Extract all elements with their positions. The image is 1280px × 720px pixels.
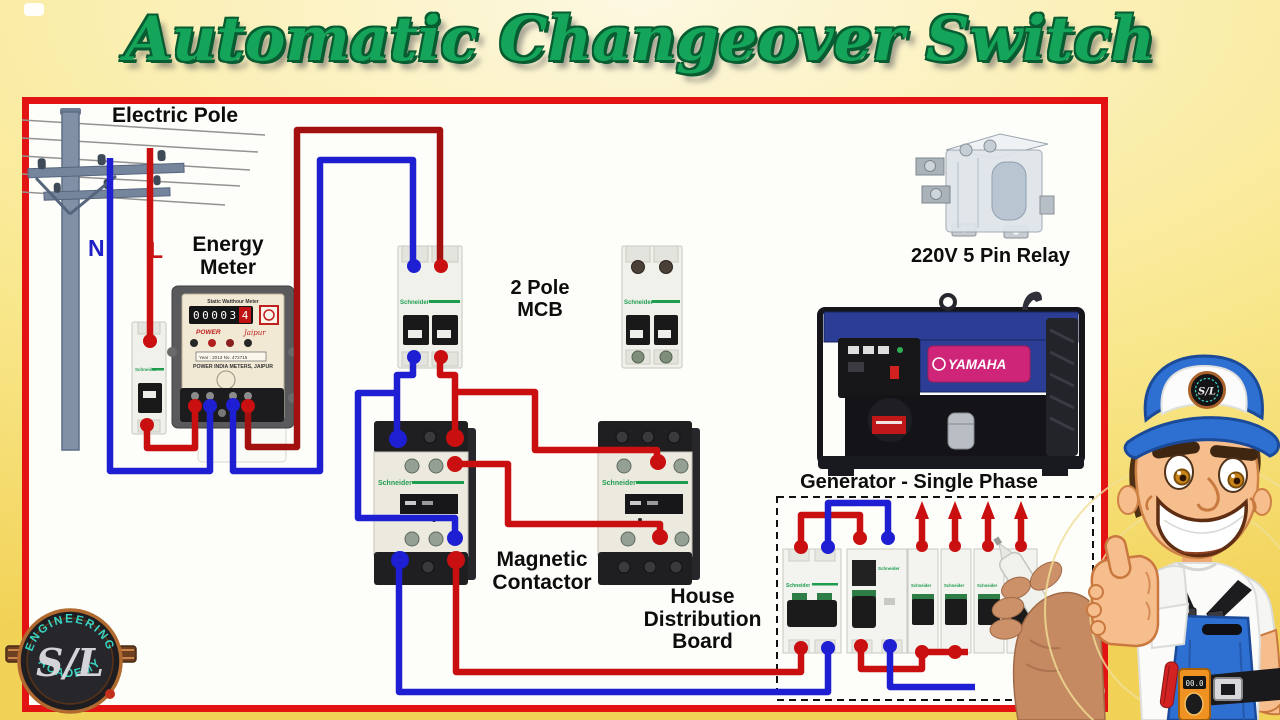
- wire-live-to-right-contactor: [455, 388, 661, 460]
- energy-meter-icon: Static Watthour Meter 00003 4 POWER Jaip…: [167, 285, 298, 463]
- label-electric-pole: Electric Pole: [112, 104, 239, 127]
- label-neutral: N: [88, 235, 105, 261]
- label-energy-meter: Energy Meter: [192, 233, 264, 279]
- relay-icon: [915, 133, 1055, 239]
- magnetic-contactor-right-icon: Schneider: [597, 421, 700, 585]
- wire-contactor-interlock: [453, 460, 664, 533]
- board-rcd-icon: Schneider: [846, 548, 908, 654]
- engineer-mascot: 00.0: [1044, 354, 1280, 720]
- wire-mcb-to-meter-live: [143, 408, 199, 452]
- corner-decoration: [24, 3, 44, 16]
- wire-neutral-to-coil: [354, 389, 459, 534]
- schneider-brand-text: Schneider: [135, 367, 157, 372]
- label-two-pole-mcb: 2 Pole MCB: [510, 277, 570, 321]
- meter-brand-script: Jaipur: [242, 329, 266, 337]
- wiring: [106, 126, 975, 696]
- wire-contactor-to-board-live: [452, 560, 805, 676]
- label-generator: Generator - Single Phase: [800, 471, 1038, 493]
- svg-text:Schneider: Schneider: [378, 480, 412, 487]
- svg-text:Schneider: Schneider: [944, 583, 965, 588]
- svg-text:Schneider: Schneider: [786, 583, 810, 589]
- svg-text:Schneider: Schneider: [602, 480, 636, 487]
- yamaha-brand-text: YAMAHA: [948, 357, 1006, 372]
- wire-rcd-neutral-out: [886, 646, 975, 691]
- meter-reading-last: 4: [242, 309, 249, 322]
- two-pole-mcb-spare-icon: Schneider: [621, 245, 683, 369]
- generator-icon: YAMAHA: [817, 291, 1085, 476]
- wire-neutral-service-drop: [106, 158, 214, 475]
- label-live: L: [149, 237, 164, 263]
- svg-text:Schneider: Schneider: [624, 300, 654, 306]
- wire-meter-to-2pmcb-neutral: [229, 156, 417, 475]
- meter-title-text: Static Watthour Meter: [207, 299, 259, 305]
- multimeter-icon: 00.0: [1178, 668, 1211, 720]
- svg-text:Schneider: Schneider: [911, 583, 932, 588]
- distribution-board-outline: [776, 496, 1094, 701]
- academy-logo-badge: ENGINEERING ACADEMY S/L: [5, 608, 137, 714]
- wire-2pmcb-to-contactor-live: [436, 357, 459, 434]
- smile: [1156, 495, 1248, 558]
- thumbs-up-hand: [1086, 534, 1160, 648]
- wire-2pmcb-to-contactor-neutral: [393, 357, 417, 433]
- page-title: Automatic Changeover Switch: [124, 4, 1156, 75]
- board-main-mcb-icon: Schneider: [782, 548, 842, 654]
- cap-badge-monogram: S/L: [1198, 387, 1216, 398]
- label-relay: 220V 5 Pin Relay: [911, 245, 1070, 267]
- screwdriver-icon: [1159, 661, 1179, 709]
- meter-serial: Year : 2013 No. 472715: [199, 355, 248, 360]
- electric-pole-icon: [21, 108, 266, 451]
- label-house-distribution-board: House Distribution Board: [643, 585, 762, 654]
- wire-meter-to-2pmcb-live: [244, 126, 444, 451]
- multimeter-display: 00.0: [1185, 679, 1204, 688]
- meter-maker: POWER INDIA METERS, JAIPUR: [193, 364, 273, 370]
- label-magnetic-contactor: Magnetic Contactor: [492, 548, 592, 594]
- svg-text:Schneider: Schneider: [977, 583, 998, 588]
- eyes: [1164, 454, 1248, 493]
- load-output-arrows: [915, 501, 1028, 545]
- svg-text:Schneider: Schneider: [400, 300, 430, 306]
- two-pole-mcb-icon: Schneider: [397, 245, 463, 369]
- hand-with-marker: [989, 536, 1106, 720]
- meter-reading: 00003: [193, 309, 239, 322]
- wire-board-main-to-rcd-neutral: [824, 499, 892, 545]
- svg-text:Schneider: Schneider: [878, 566, 900, 571]
- cap-icon: S/L: [1123, 354, 1280, 460]
- badge-monogram: S/L: [36, 640, 104, 685]
- meter-mcb-icon: Schneider: [131, 321, 167, 435]
- meter-brand: POWER: [196, 329, 221, 336]
- terminal-dots: [140, 259, 1027, 659]
- wire-contactor-to-board-neutral: [395, 560, 832, 696]
